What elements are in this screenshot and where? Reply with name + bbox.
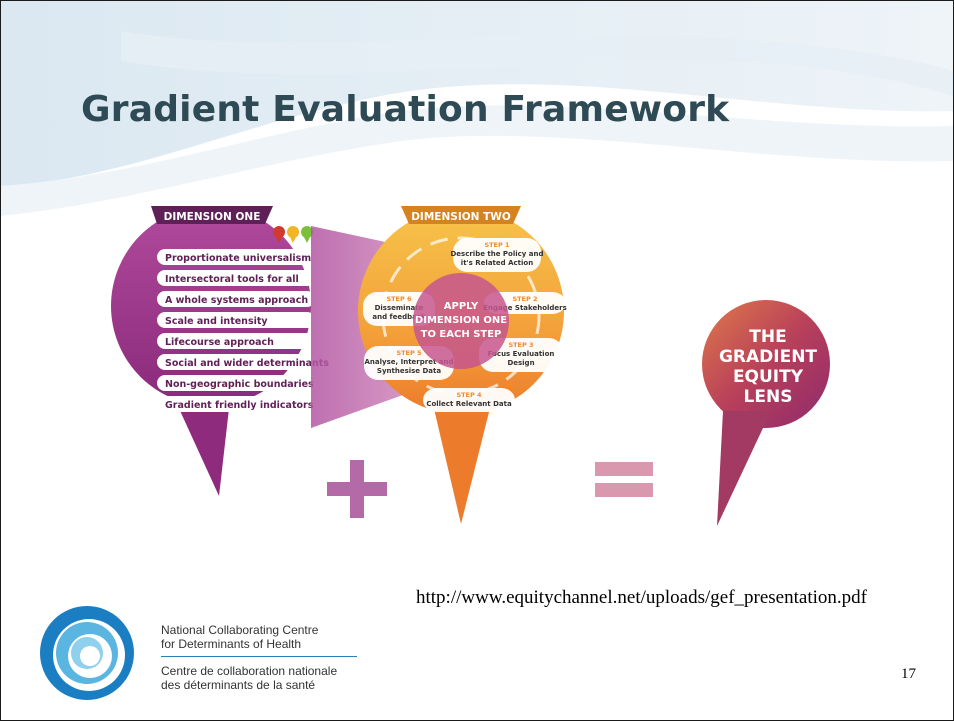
org-divider (161, 656, 357, 657)
dimension-one-item-pill (157, 249, 315, 265)
gradient-equity-lens-bubble: THE GRADIENT EQUITY LENS (702, 300, 830, 526)
dimension-one-item: Non-geographic boundaries (165, 379, 314, 390)
slide-title: Gradient Evaluation Framework (81, 89, 730, 130)
plus-sign (327, 460, 387, 518)
step-label: and feedback (372, 313, 426, 321)
lens-text-line: EQUITY (733, 367, 804, 387)
step-number: STEP 3 (508, 341, 533, 349)
dimension-one-item: Gradient friendly indicators (165, 400, 314, 411)
step-box (423, 388, 515, 412)
step-number: STEP 6 (386, 295, 412, 303)
center-text-line: TO EACH STEP (421, 329, 502, 340)
dimension-one-header: DIMENSION ONE (164, 211, 261, 223)
step-label: it's Related Action (461, 259, 533, 267)
step-number: STEP 1 (484, 241, 510, 249)
dimension-one-item: Intersectoral tools for all (165, 274, 299, 285)
lens-text-line: GRADIENT (719, 347, 817, 367)
step-label: Design (507, 359, 534, 367)
dimension-one-item-pill (157, 291, 315, 307)
dimension-one-item: Proportionate universalism (165, 253, 311, 264)
org-name-line: National Collaborating Centre (161, 623, 319, 637)
step-number: STEP 5 (396, 349, 422, 357)
step-label: Focus Evaluation (488, 350, 555, 358)
dimension-one-item: Social and wider determinants (165, 358, 329, 369)
org-name-line: for Determinants of Health (161, 637, 302, 651)
page-number: 17 (901, 666, 916, 682)
step-box (453, 238, 541, 272)
dimension-one-item: Scale and intensity (165, 316, 268, 327)
step-label: Engage Stakeholders (483, 304, 567, 312)
org-name-french: Centre de collaboration nationale des dé… (161, 664, 337, 692)
step-label: Analyse, Interpret and (365, 358, 454, 366)
pin-icons (273, 226, 313, 243)
dimension-one-item-pill (157, 270, 315, 286)
step-label: Collect Relevant Data (426, 400, 512, 408)
dimension-one-item-pill (157, 375, 315, 391)
step-label: Describe the Policy and (450, 250, 543, 258)
dimension-one-item: Lifecourse approach (165, 337, 274, 348)
lens-text-line: LENS (744, 387, 793, 407)
center-text-line: DIMENSION ONE (415, 315, 507, 326)
org-name-line: des déterminants de la santé (161, 678, 316, 692)
step-label: Synthesise Data (377, 367, 441, 375)
step-label: Disseminate (375, 304, 424, 312)
dimension-one-item-pill (157, 354, 315, 370)
org-name-english: National Collaborating Centre for Determ… (161, 623, 318, 651)
background-wave (1, 1, 953, 216)
source-url[interactable]: http://www.equitychannel.net/uploads/gef… (416, 587, 867, 608)
dimension-one-item: A whole systems approach (165, 295, 308, 306)
lens-text-line: THE (749, 327, 786, 347)
step-number: STEP 4 (456, 391, 482, 399)
nccdh-logo-icon (40, 606, 134, 700)
org-name-line: Centre de collaboration nationale (161, 664, 338, 678)
dimension-one-item-pill (157, 312, 315, 328)
dimension-one-item-pill (157, 333, 315, 349)
step-number: STEP 2 (512, 295, 537, 303)
dimension-two-header: DIMENSION TWO (411, 211, 511, 223)
center-circle (413, 273, 509, 369)
equals-sign (595, 462, 653, 497)
framework-graphic: DIMENSION ONE Proportionate universalism… (111, 206, 830, 526)
dimension-one-bubble: DIMENSION ONE Proportionate universalism… (111, 206, 329, 496)
center-text-line: APPLY (444, 301, 479, 312)
dimension-one-item-pill (157, 396, 315, 412)
